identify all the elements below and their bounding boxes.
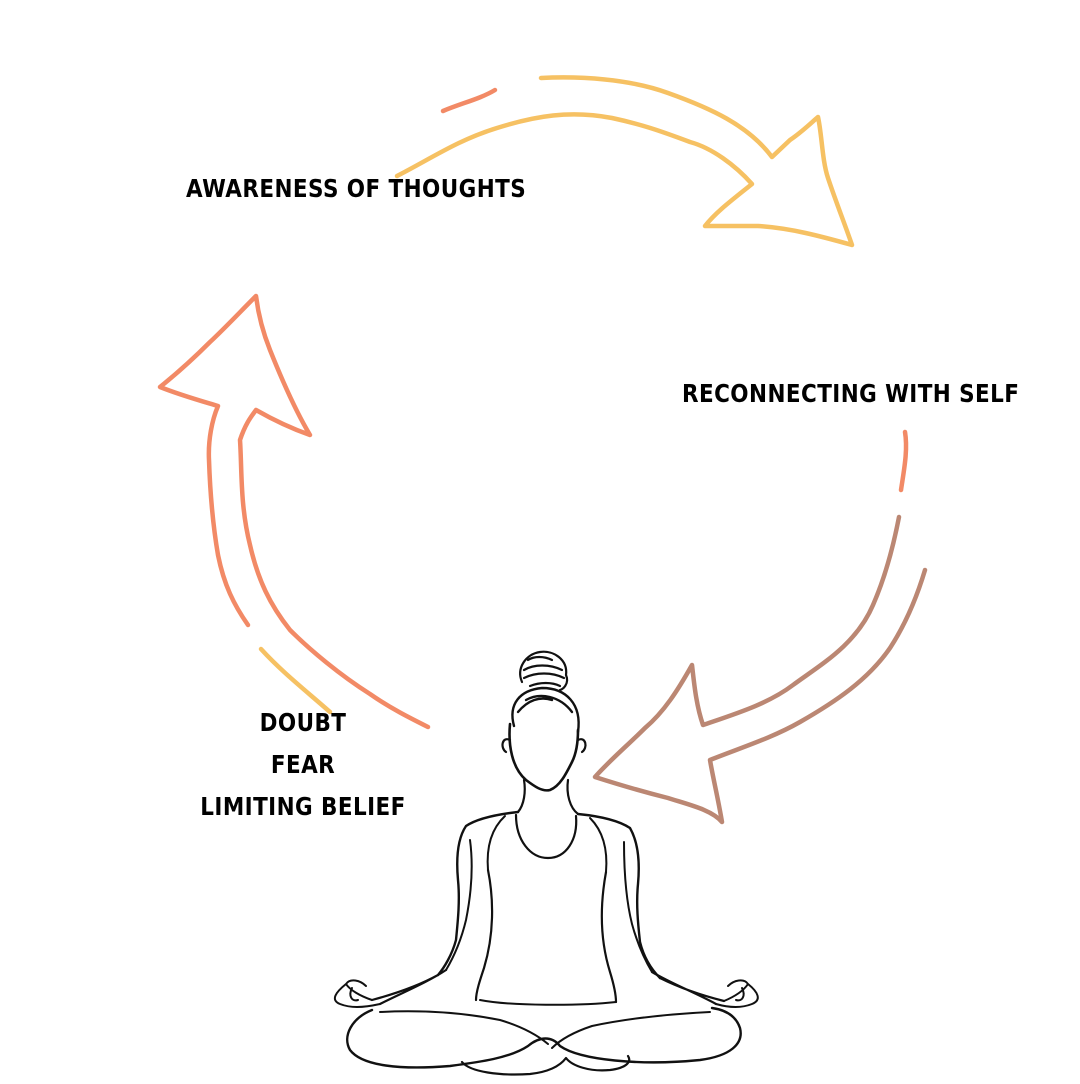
neck bbox=[516, 778, 580, 816]
hand-left bbox=[333, 979, 381, 1008]
right-arrow-tail-fragment bbox=[898, 429, 909, 493]
ear-left bbox=[501, 738, 512, 754]
waist-line bbox=[479, 999, 617, 1006]
left-arrow-outer-stroke bbox=[157, 293, 431, 730]
tank-strap-right bbox=[589, 817, 608, 873]
inner-arm-left bbox=[445, 839, 473, 971]
right-arrow-outer-stroke bbox=[592, 514, 928, 825]
doubt-label: DOUBT bbox=[259, 708, 347, 737]
torso-left bbox=[474, 868, 494, 1002]
hair-bun bbox=[519, 650, 569, 692]
tank-top-neckline bbox=[514, 813, 578, 860]
shoulder-right bbox=[576, 812, 662, 980]
hairline bbox=[511, 686, 580, 734]
leg-inner-right bbox=[551, 1011, 711, 1049]
inner-arm-right bbox=[623, 841, 653, 973]
torso-right bbox=[600, 870, 618, 1004]
obstacles-label-stack: DOUBT FEAR LIMITING BELIEF bbox=[187, 702, 419, 828]
hand-right bbox=[715, 979, 759, 1008]
forearm-left bbox=[370, 968, 448, 1006]
leg-outline bbox=[346, 1006, 742, 1069]
top-arrow-tail-fragment bbox=[440, 87, 498, 114]
top-arrow-outer-stroke bbox=[394, 75, 855, 248]
meditating-woman-icon bbox=[333, 650, 759, 1076]
ear-right bbox=[576, 738, 587, 754]
face-outline bbox=[508, 722, 580, 792]
fear-label: FEAR bbox=[270, 750, 336, 779]
curved-arrow-up-icon bbox=[157, 293, 431, 730]
curved-arrow-down-left-icon bbox=[592, 429, 928, 825]
forearm-right bbox=[650, 970, 726, 1006]
shoulder-left bbox=[436, 810, 520, 977]
foot-front bbox=[460, 1054, 631, 1076]
awareness-label: AWARENESS OF THOUGHTS bbox=[186, 174, 527, 203]
curved-arrow-right-icon bbox=[394, 75, 855, 248]
limiting-belief-label: LIMITING BELIEF bbox=[200, 792, 406, 821]
left-arrow-tail-fragment bbox=[258, 646, 333, 715]
reconnecting-label: RECONNECTING WITH SELF bbox=[682, 379, 1020, 408]
leg-inner-left bbox=[379, 1010, 549, 1045]
tank-strap-left bbox=[486, 815, 506, 871]
